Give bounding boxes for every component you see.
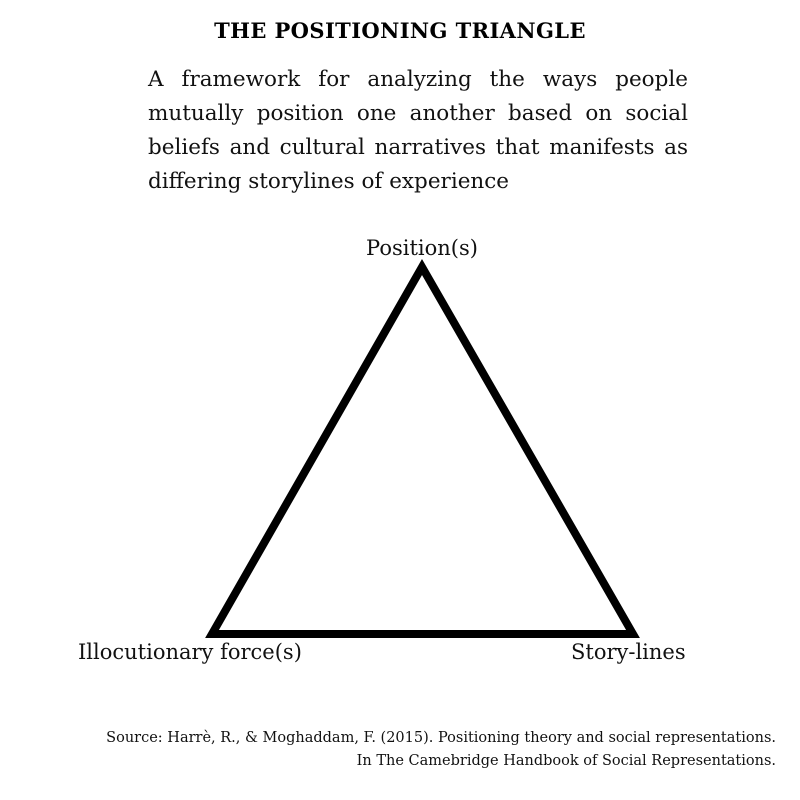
vertex-label-position: Position(s) bbox=[366, 236, 478, 260]
source-citation-line-1: Source: Harrè, R., & Moghaddam, F. (2015… bbox=[106, 730, 776, 746]
source-citation-line-2: In The Camebridge Handbook of Social Rep… bbox=[356, 753, 776, 769]
vertex-label-illocutionary-force: Illocutionary force(s) bbox=[78, 640, 302, 664]
page-title: THE POSITIONING TRIANGLE bbox=[214, 18, 586, 43]
description-paragraph: A framework for analyzing the ways peopl… bbox=[148, 67, 688, 194]
source-citation: Source: Harrè, R., & Moghaddam, F. (2015… bbox=[100, 727, 776, 773]
vertex-label-story-lines: Story-lines bbox=[571, 640, 686, 664]
triangle-shape bbox=[205, 258, 640, 638]
